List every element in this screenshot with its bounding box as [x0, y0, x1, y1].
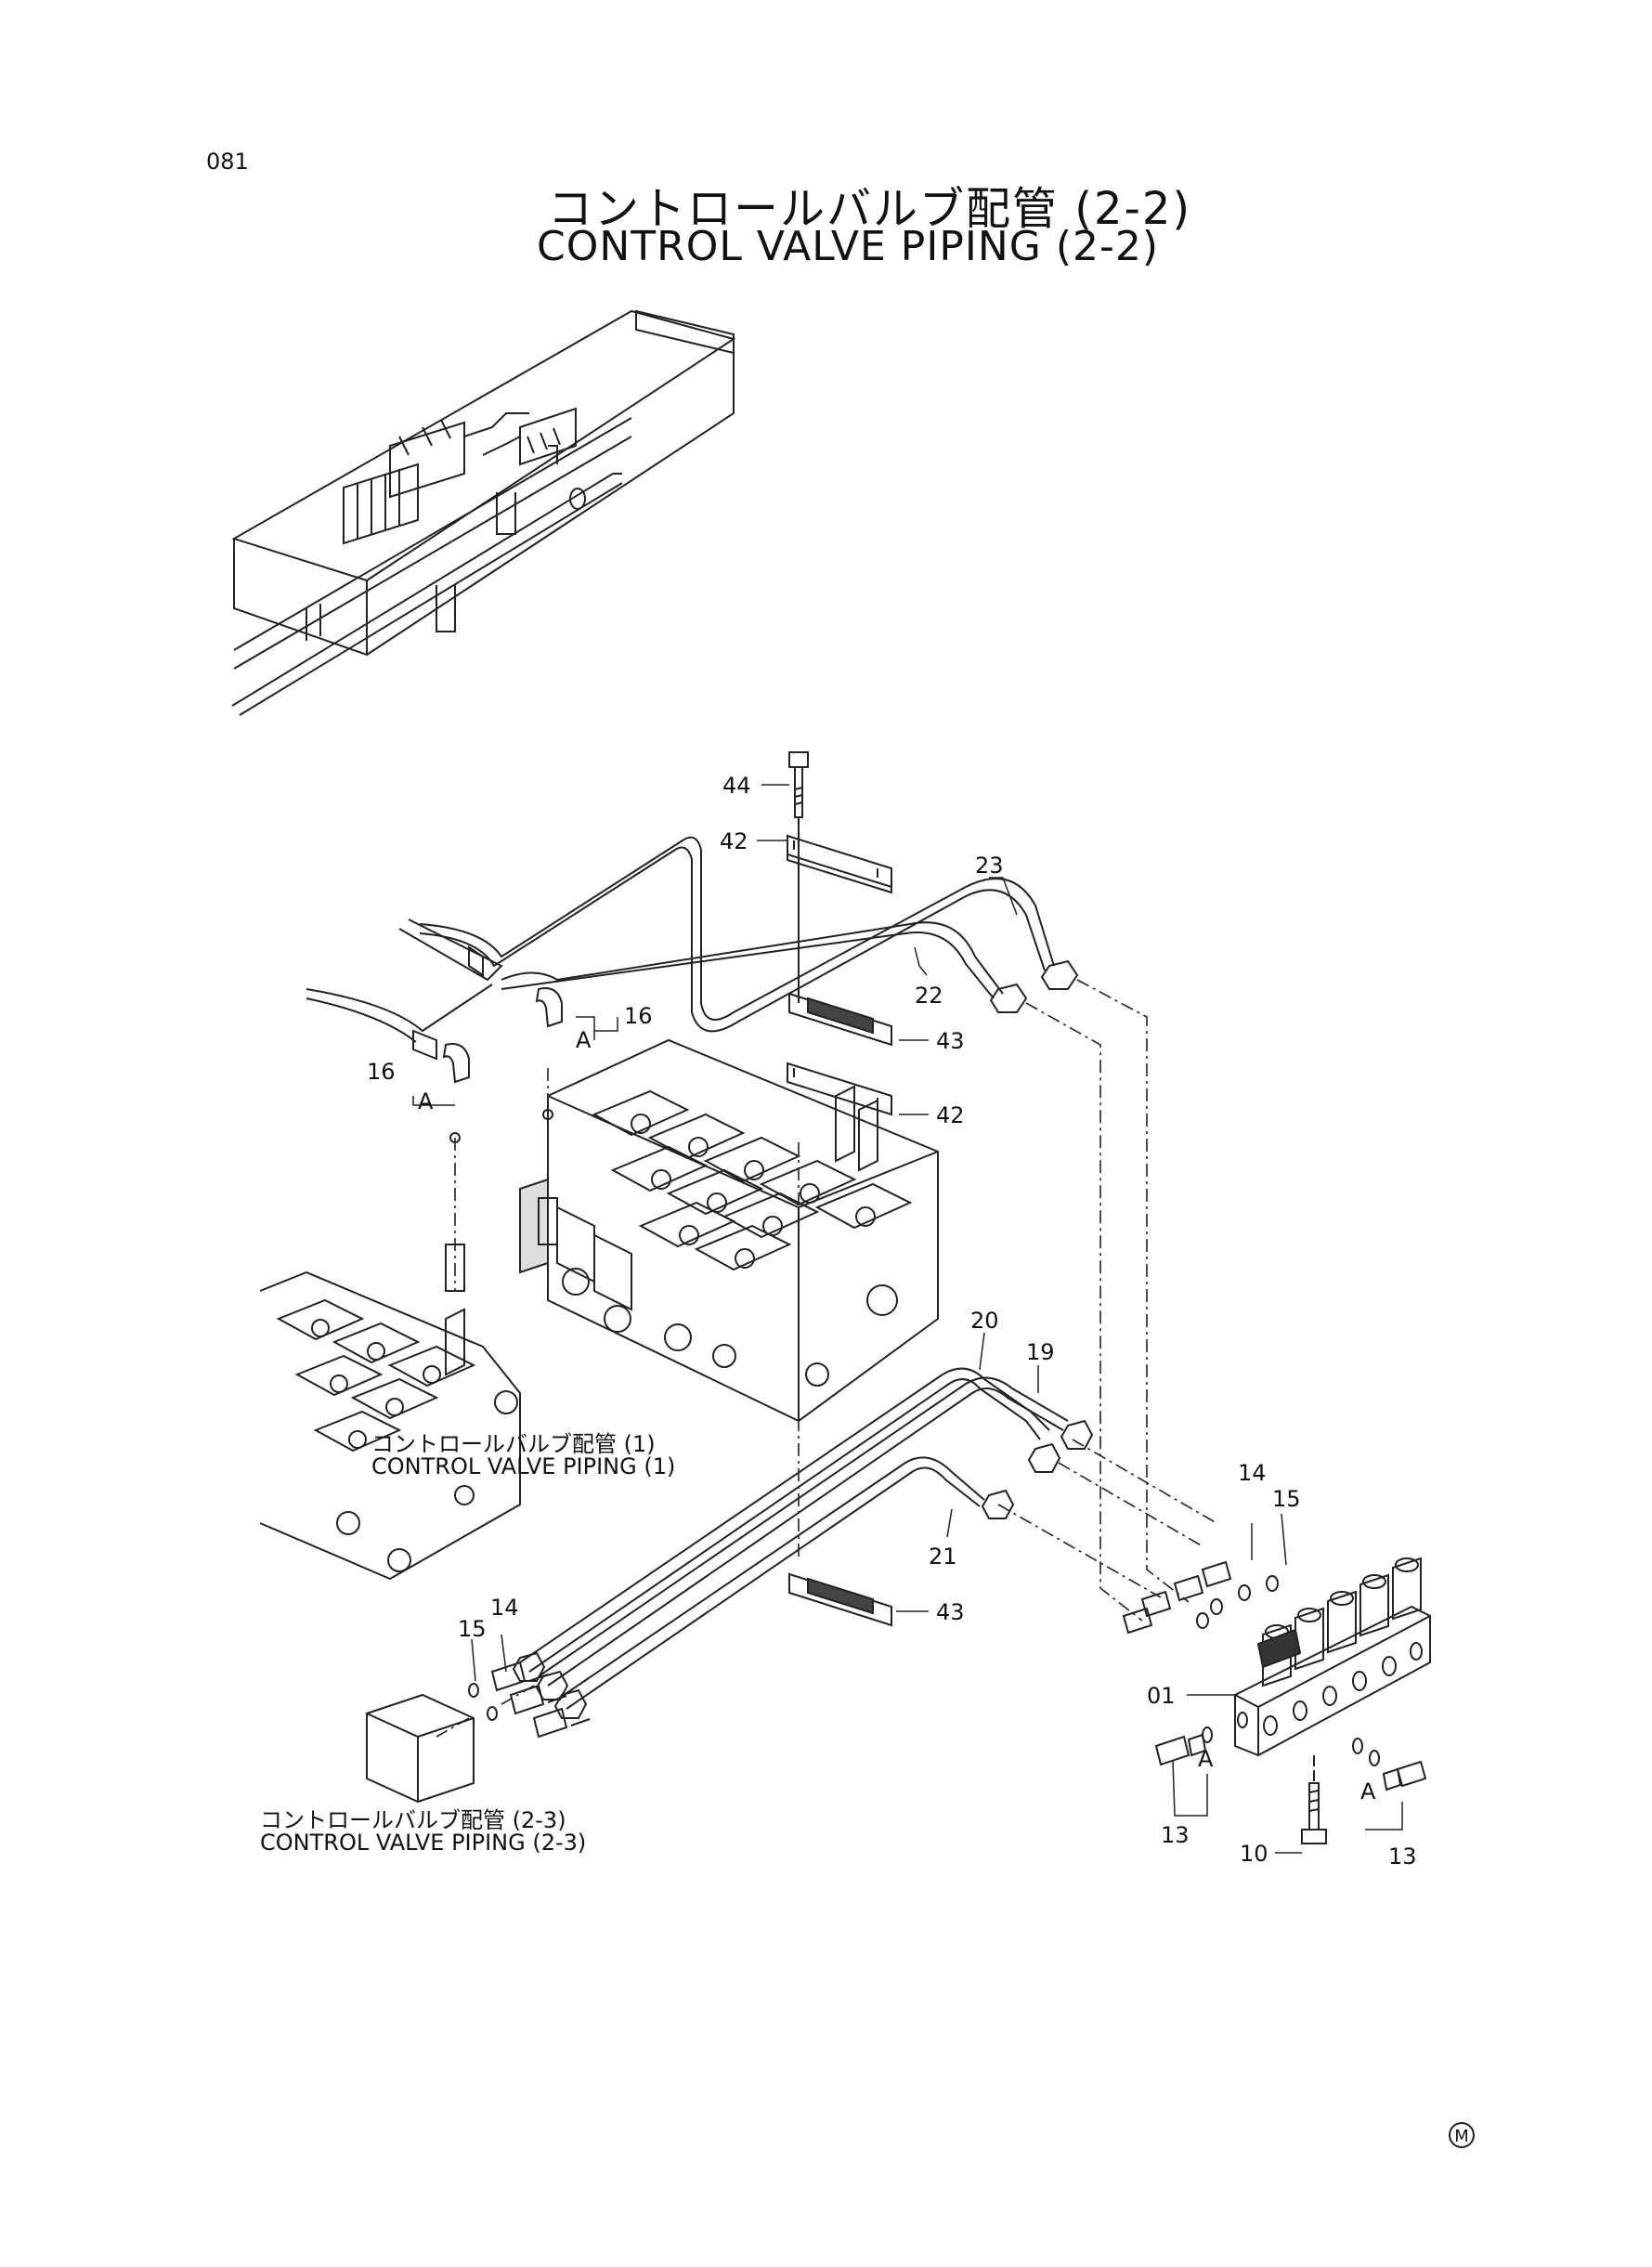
part-label-43: 43 — [936, 1599, 965, 1625]
part-label-10: 10 — [1240, 1841, 1268, 1867]
page-title: CONTROL VALVE PIPING (2-2) — [537, 223, 1160, 270]
part-label-22: 22 — [915, 983, 943, 1009]
fitting-14-right — [1122, 1560, 1232, 1635]
fitting-16-left — [442, 1043, 470, 1084]
machine-frame-overview — [231, 309, 736, 716]
part-label-16: 16 — [367, 1059, 396, 1085]
bolt-10 — [1301, 1782, 1327, 1844]
control-valve-main — [519, 1038, 939, 1423]
cross-ref-piping-1-jp: コントロールバルブ配管 (1) — [371, 1431, 656, 1457]
part-label-42: 42 — [936, 1102, 965, 1128]
pipe-19 — [538, 1376, 1069, 1687]
plate-43-lower — [788, 1572, 892, 1627]
fitting-13-right — [1382, 1760, 1427, 1791]
part-label-01: 01 — [1147, 1683, 1176, 1709]
part-label-19: 19 — [1026, 1339, 1055, 1365]
fitting-13-left — [1154, 1733, 1207, 1766]
part-label-42: 42 — [720, 828, 748, 854]
part-label-15: 15 — [458, 1616, 487, 1642]
part-label-20: 20 — [970, 1308, 999, 1334]
page-title-japanese: コントロールバルブ配管 (2-2) — [548, 183, 1192, 235]
pipe-20 — [519, 1367, 1050, 1673]
part-label-43: 43 — [936, 1028, 965, 1054]
detail-label-a: A — [1360, 1778, 1376, 1804]
pipe-22 — [306, 921, 1004, 1061]
plate-43-middle — [788, 992, 892, 1047]
solenoid-valves — [1256, 1557, 1422, 1687]
part-label-21: 21 — [929, 1544, 957, 1570]
fitting-14-left — [490, 1661, 591, 1739]
cross-ref-piping-2-3: CONTROL VALVE PIPING (2-3) — [260, 1830, 587, 1856]
plate-42-upper — [787, 834, 892, 894]
part-label-16: 16 — [624, 1003, 653, 1029]
pipe-21 — [556, 1456, 985, 1710]
control-valve-1-partial — [259, 1270, 521, 1581]
detail-label-a: A — [418, 1088, 434, 1114]
part-label-44: 44 — [722, 773, 751, 799]
control-valve-2-3-box — [366, 1693, 475, 1804]
manifold-block-01 — [1234, 1605, 1431, 1757]
plate-42-middle — [787, 1062, 892, 1116]
cross-ref-piping-2-3-jp: コントロールバルブ配管 (2-3) — [260, 1807, 566, 1833]
model-mark-icon: M — [1449, 2122, 1475, 2148]
bolt-44 — [788, 751, 809, 818]
page-number: 081 — [206, 149, 249, 175]
part-label-15: 15 — [1272, 1486, 1301, 1512]
part-label-14: 14 — [1238, 1460, 1267, 1486]
part-label-13: 13 — [1161, 1822, 1190, 1848]
fitting-16-right — [535, 987, 563, 1028]
part-label-14: 14 — [490, 1595, 519, 1621]
detail-label-a: A — [576, 1027, 592, 1053]
pipe-23 — [398, 836, 1055, 1033]
part-label-13: 13 — [1388, 1844, 1417, 1870]
cross-ref-piping-1: CONTROL VALVE PIPING (1) — [371, 1453, 676, 1479]
part-label-23: 23 — [975, 853, 1004, 879]
detail-label-a: A — [1198, 1746, 1214, 1772]
